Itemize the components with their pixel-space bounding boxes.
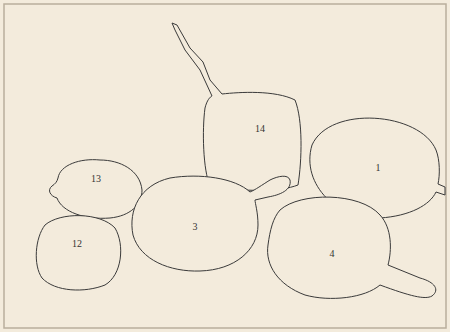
callout-number: 1 (376, 163, 381, 173)
callout-number: 12 (72, 239, 82, 249)
callout-number: 13 (91, 174, 101, 184)
object-outline: 12 (30, 208, 130, 298)
object-outline: 13 (42, 153, 147, 223)
callout-number: 4 (330, 249, 335, 259)
outline-shape (42, 153, 147, 223)
outline-shape (165, 15, 310, 200)
callout-number: 14 (255, 124, 265, 134)
object-outline: 4 (262, 188, 444, 306)
object-outline: 14 (165, 15, 310, 200)
callout-number: 3 (193, 222, 198, 232)
outline-shape (262, 188, 444, 306)
outline-shape (30, 208, 130, 298)
